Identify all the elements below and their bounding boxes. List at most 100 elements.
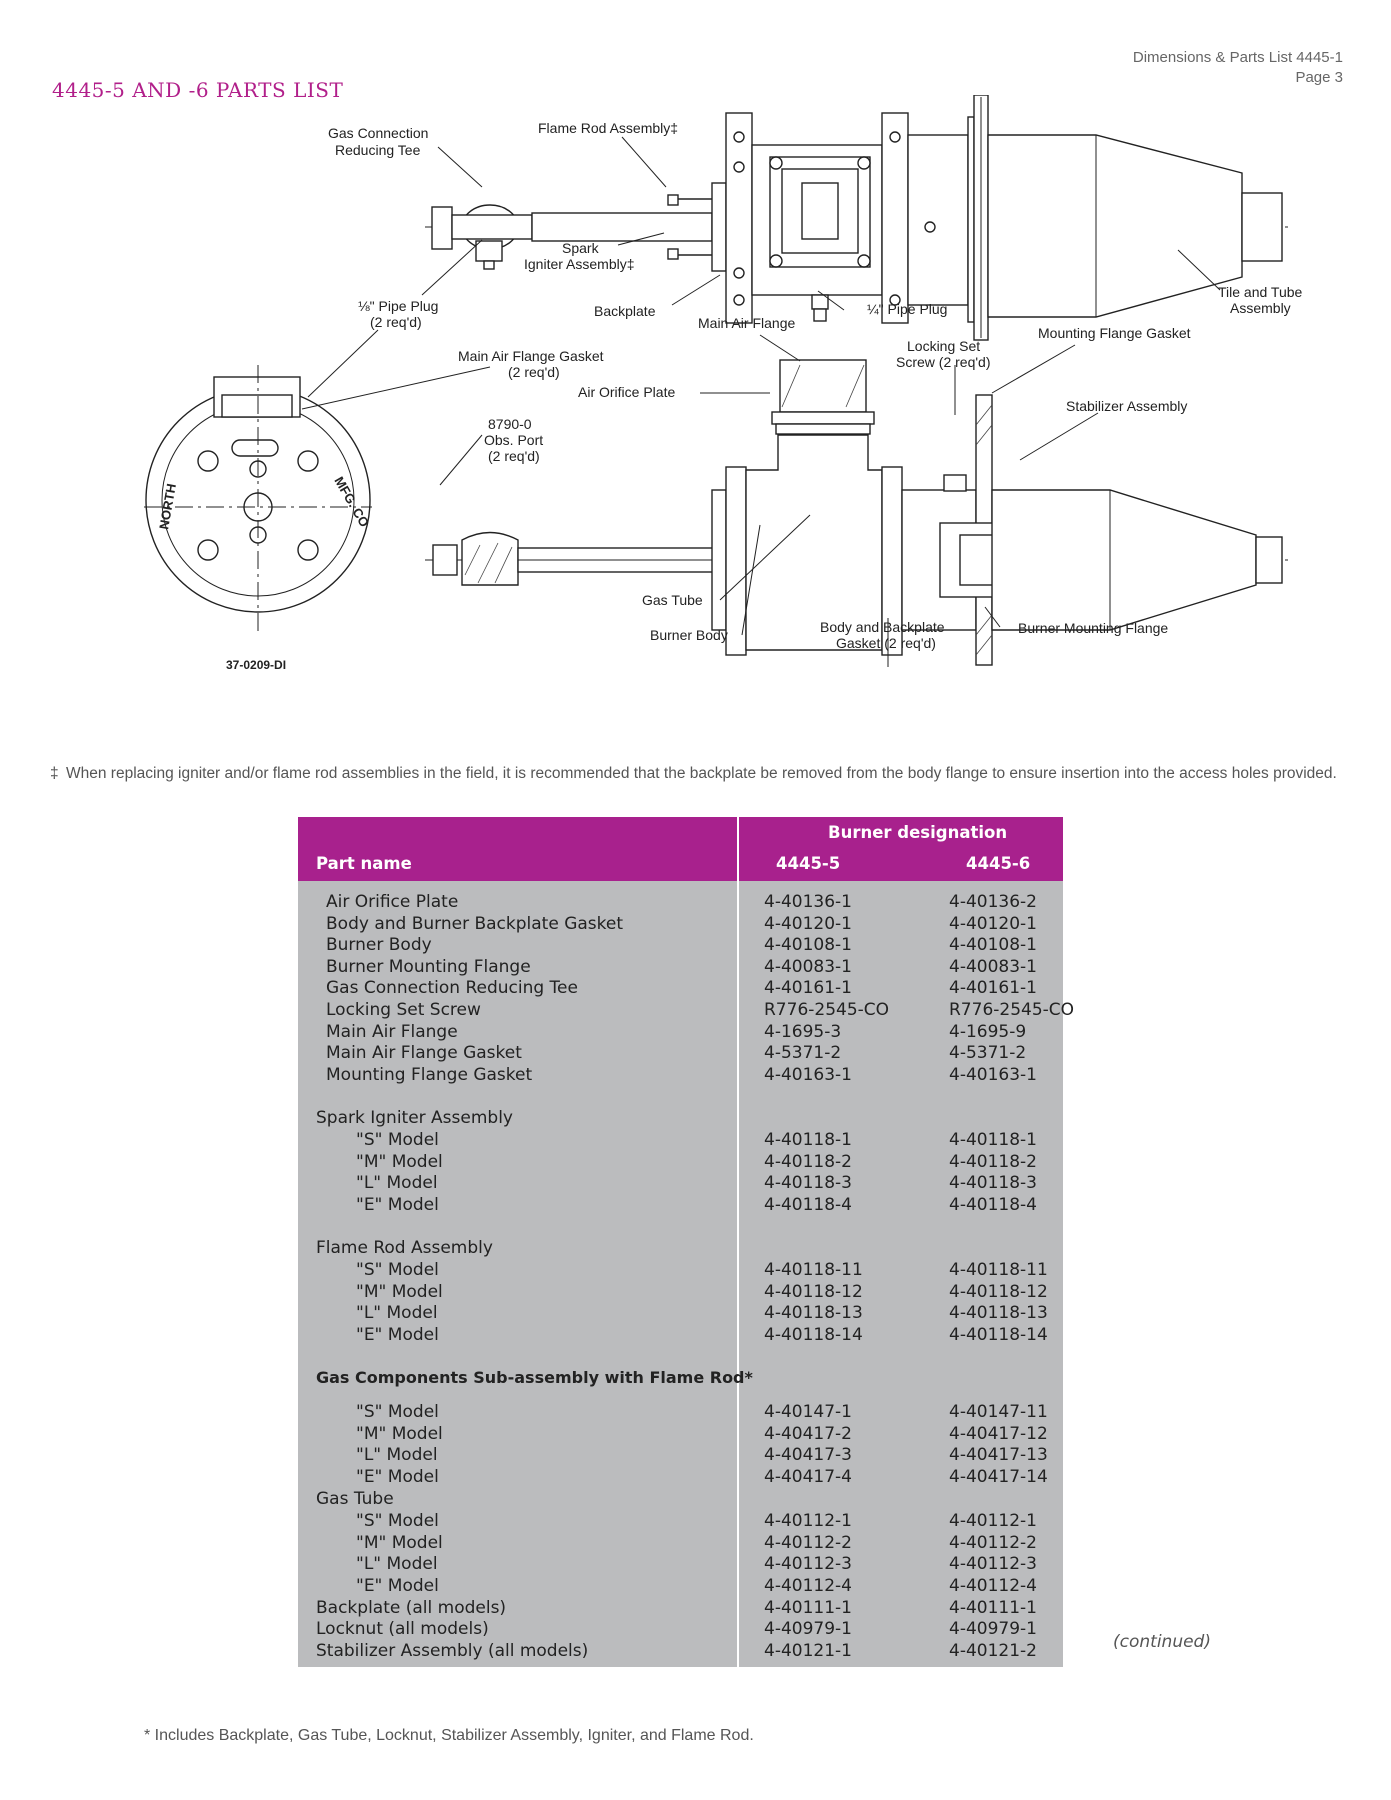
part-name: "M" Model [356, 1152, 443, 1172]
part-name: "M" Model [356, 1533, 443, 1553]
part-name: "E" Model [356, 1195, 439, 1215]
part-number-4445-6: 4-40118-1 [949, 1130, 1037, 1150]
svg-text:Reducing Tee: Reducing Tee [335, 142, 421, 158]
part-number-4445-5: 4-40118-1 [764, 1130, 852, 1150]
part-name: "E" Model [356, 1576, 439, 1596]
column-divider [737, 817, 739, 1667]
part-number-4445-6: 4-40118-11 [949, 1260, 1048, 1280]
part-number-4445-6: 4-40083-1 [949, 957, 1037, 977]
part-number-4445-5: 4-40979-1 [764, 1619, 852, 1639]
table-row: Flame Rod Assembly [298, 1238, 1063, 1260]
part-number-4445-5: 4-40417-2 [764, 1424, 852, 1444]
part-number-4445-5: 4-40108-1 [764, 935, 852, 955]
part-number-4445-5: 4-40111-1 [764, 1598, 852, 1618]
svg-text:(2 req'd): (2 req'd) [370, 314, 422, 330]
part-number-4445-5: 4-40147-1 [764, 1402, 852, 1422]
svg-text:Assembly: Assembly [1230, 300, 1291, 316]
part-number-4445-6: 4-40121-2 [949, 1641, 1037, 1661]
part-name-header: Part name [316, 854, 412, 873]
part-number-4445-6: 4-40118-2 [949, 1152, 1037, 1172]
part-number-4445-5: 4-40112-3 [764, 1554, 852, 1574]
part-number-4445-6: 4-40112-1 [949, 1511, 1037, 1531]
part-number-4445-5: R776-2545-CO [764, 1000, 890, 1020]
part-name: Locking Set Screw [326, 1000, 481, 1020]
sub-assembly-footnote: * Includes Backplate, Gas Tube, Locknut,… [144, 1727, 754, 1744]
part-number-4445-5: 4-40118-11 [764, 1260, 863, 1280]
part-name: "S" Model [356, 1260, 439, 1280]
svg-text:Spark: Spark [562, 240, 600, 256]
parts-table: Burner designation Part name 4445-5 4445… [298, 817, 1074, 1667]
table-row: Backplate (all models) 4-40111-1 4-40111-1 [298, 1598, 1063, 1620]
svg-text:Backplate: Backplate [594, 303, 656, 319]
part-name: "L" Model [356, 1554, 438, 1574]
part-number-4445-6: 4-40147-11 [949, 1402, 1048, 1422]
table-row: "S" Model 4-40118-11 4-40118-11 [298, 1260, 1063, 1282]
field-replacement-text: When replacing igniter and/or flame rod … [66, 765, 1337, 782]
part-number-4445-5: 4-40163-1 [764, 1065, 852, 1085]
part-number-4445-6: 4-40112-2 [949, 1533, 1037, 1553]
part-number-4445-5: 4-40417-3 [764, 1445, 852, 1465]
part-name: Mounting Flange Gasket [326, 1065, 533, 1085]
svg-text:Mounting Flange Gasket: Mounting Flange Gasket [1038, 325, 1191, 341]
part-name: Air Orifice Plate [326, 892, 459, 912]
part-number-4445-6: 4-40112-4 [949, 1576, 1037, 1596]
part-name: Main Air Flange [326, 1022, 458, 1042]
continued-note: (continued) [1113, 1632, 1211, 1652]
svg-text:Screw (2 req'd): Screw (2 req'd) [896, 354, 990, 370]
field-replacement-note: ‡ When replacing igniter and/or flame ro… [50, 765, 1350, 782]
svg-text:Body and Backplate: Body and Backplate [820, 619, 945, 635]
svg-text:Locking Set: Locking Set [907, 338, 980, 354]
table-row: Gas Tube [298, 1489, 1063, 1511]
part-number-4445-6: 4-40118-4 [949, 1195, 1037, 1215]
svg-text:Flame Rod Assembly‡: Flame Rod Assembly‡ [538, 120, 678, 136]
part-name: Flame Rod Assembly [316, 1238, 493, 1258]
part-number-4445-6: 4-40161-1 [949, 978, 1037, 998]
col-4445-5-header: 4445-5 [776, 854, 841, 873]
svg-text:Obs. Port: Obs. Port [484, 432, 543, 448]
part-number-4445-5: 4-40118-2 [764, 1152, 852, 1172]
table-row: Burner Body 4-40108-1 4-40108-1 [298, 935, 1063, 957]
part-number-4445-5: 4-40118-3 [764, 1173, 852, 1193]
table-row: "M" Model 4-40112-2 4-40112-2 [298, 1533, 1063, 1555]
part-name: "M" Model [356, 1282, 443, 1302]
part-number-4445-5: 4-40118-14 [764, 1325, 863, 1345]
svg-text:Main Air Flange: Main Air Flange [698, 315, 795, 331]
part-name: "E" Model [356, 1467, 439, 1487]
svg-text:Air Orifice Plate: Air Orifice Plate [578, 384, 675, 400]
part-number-4445-6: 4-40111-1 [949, 1598, 1037, 1618]
part-number-4445-5: 4-5371-2 [764, 1043, 842, 1063]
part-number-4445-5: 4-40118-4 [764, 1195, 852, 1215]
table-row: "L" Model 4-40112-3 4-40112-3 [298, 1554, 1063, 1576]
part-number-4445-6: 4-40108-1 [949, 935, 1037, 955]
part-number-4445-5: 4-40118-13 [764, 1303, 863, 1323]
burner-diagram: NORTH MFG. CO 37-0209-DI [144, 95, 1303, 672]
part-number-4445-5: 4-40112-2 [764, 1533, 852, 1553]
part-name: Gas Connection Reducing Tee [326, 978, 578, 998]
part-name: Body and Burner Backplate Gasket [326, 914, 624, 934]
svg-text:(2 req'd): (2 req'd) [488, 448, 540, 464]
part-number-4445-6: 4-5371-2 [949, 1043, 1027, 1063]
part-number-4445-6: 4-40163-1 [949, 1065, 1037, 1085]
part-number-4445-6: 4-1695-9 [949, 1022, 1027, 1042]
part-number-4445-5: 4-40417-4 [764, 1467, 852, 1487]
section-title: 4445-5 AND -6 PARTS LIST [52, 78, 344, 102]
part-name: Burner Body [326, 935, 432, 955]
part-name: "S" Model [356, 1511, 439, 1531]
svg-text:Igniter Assembly‡: Igniter Assembly‡ [524, 256, 635, 272]
part-number-4445-6: 4-40120-1 [949, 914, 1037, 934]
leader-lines [301, 136, 1221, 667]
part-number-4445-6: 4-40112-3 [949, 1554, 1037, 1574]
svg-text:Burner Mounting Flange: Burner Mounting Flange [1018, 620, 1168, 636]
part-name: Backplate (all models) [316, 1598, 507, 1618]
svg-text:Tile and Tube: Tile and Tube [1218, 284, 1303, 300]
document-header: Dimensions & Parts List 4445-1 Page 3 [1133, 48, 1343, 88]
